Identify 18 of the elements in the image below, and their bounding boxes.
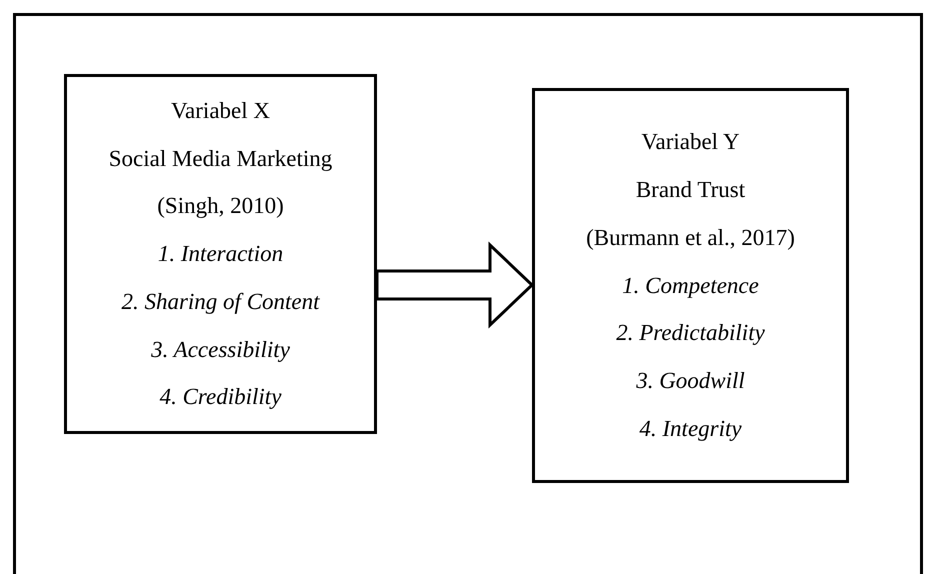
indicator-text: 3. Accessibility (151, 336, 290, 364)
block-arrow (376, 242, 534, 328)
variable-heading: (Burmann et al., 2017) (586, 224, 795, 252)
variable-heading: (Singh, 2010) (157, 192, 284, 220)
variable-heading: Brand Trust (636, 176, 746, 204)
indicator-text: 2. Sharing of Content (121, 288, 320, 316)
variable-box (64, 74, 377, 434)
variable-heading: Variabel Y (641, 128, 740, 156)
indicator-text: 4. Credibility (160, 383, 282, 412)
variable-box (532, 88, 849, 483)
indicator-text: 3. Goodwill (636, 367, 745, 396)
indicator-text: 2. Predictability (616, 319, 765, 348)
indicator-text: 1. Competence (622, 272, 759, 300)
variable-heading: Variabel X (171, 96, 270, 125)
frame-border (13, 13, 923, 574)
variable-heading: Social Media Marketing (108, 144, 332, 173)
indicator-text: 1. Interaction (158, 240, 284, 268)
indicator-text: 4. Integrity (639, 414, 742, 443)
